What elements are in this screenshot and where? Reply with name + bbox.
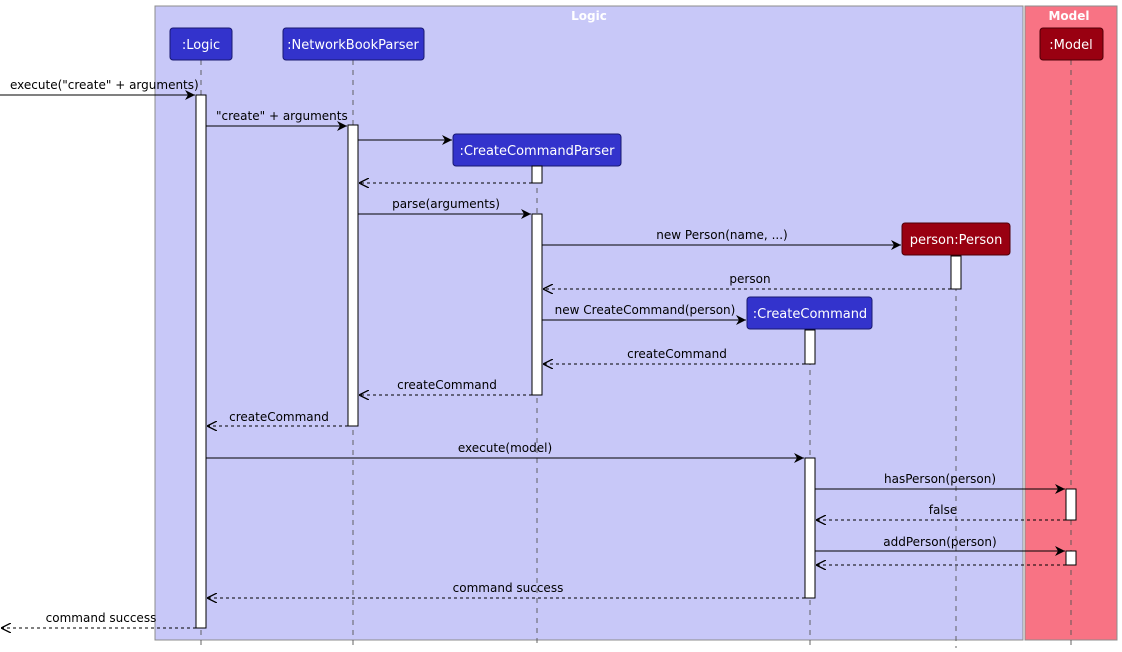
msg-hasperson-label: hasPerson(person): [884, 472, 996, 486]
svg-text:person:Person: person:Person: [910, 233, 1003, 248]
return-createcommand-3-label: createCommand: [229, 410, 329, 424]
activation-cc-1: [804, 329, 816, 365]
msg-create-arguments-label: "create" + arguments: [216, 109, 348, 123]
msg-addperson-label: addPerson(person): [883, 535, 996, 549]
participant-person: person:Person: [901, 222, 1011, 256]
return-person-label: person: [729, 272, 770, 286]
participant-logic: :Logic: [169, 27, 233, 61]
msg-new-person-label: new Person(name, ...): [656, 228, 787, 242]
activations: [195, 94, 1077, 629]
msg-parse-label: parse(arguments): [392, 197, 500, 211]
activation-ccp-2: [531, 213, 543, 396]
return-command-success-2-label: command success: [46, 611, 157, 625]
participant-networkbookparser: :NetworkBookParser: [282, 27, 425, 61]
svg-text::Logic: :Logic: [182, 38, 220, 53]
svg-text::CreateCommandParser: :CreateCommandParser: [459, 144, 615, 159]
message-labels: execute("create" + arguments) "create" +…: [10, 78, 997, 625]
participant-createcommandparser: :CreateCommandParser: [452, 133, 622, 167]
activation-model-1: [1065, 488, 1077, 521]
return-createcommand-2-label: createCommand: [397, 378, 497, 392]
activation-parser: [347, 124, 359, 427]
svg-text::Model: :Model: [1049, 38, 1092, 53]
svg-text::NetworkBookParser: :NetworkBookParser: [287, 38, 419, 53]
messages: [0, 90, 1066, 628]
return-command-success-1-label: command success: [453, 581, 564, 595]
participant-createcommand: :CreateCommand: [746, 296, 873, 330]
msg-execute-model-label: execute(model): [458, 441, 552, 455]
svg-text::CreateCommand: :CreateCommand: [753, 307, 867, 322]
return-false-label: false: [929, 503, 958, 517]
model-box-title: Model: [1048, 9, 1089, 23]
activation-person: [950, 255, 962, 290]
logic-box: Logic: [154, 5, 1024, 641]
msg-execute-label: execute("create" + arguments): [10, 78, 199, 92]
activation-model-2: [1065, 550, 1077, 566]
activation-ccp-1: [531, 165, 543, 184]
msg-new-createcommand-label: new CreateCommand(person): [555, 303, 736, 317]
activation-logic: [195, 94, 207, 629]
participant-model: :Model: [1039, 27, 1104, 61]
logic-box-title: Logic: [571, 9, 607, 23]
return-createcommand-1-label: createCommand: [627, 347, 727, 361]
activation-cc-2: [804, 457, 816, 599]
